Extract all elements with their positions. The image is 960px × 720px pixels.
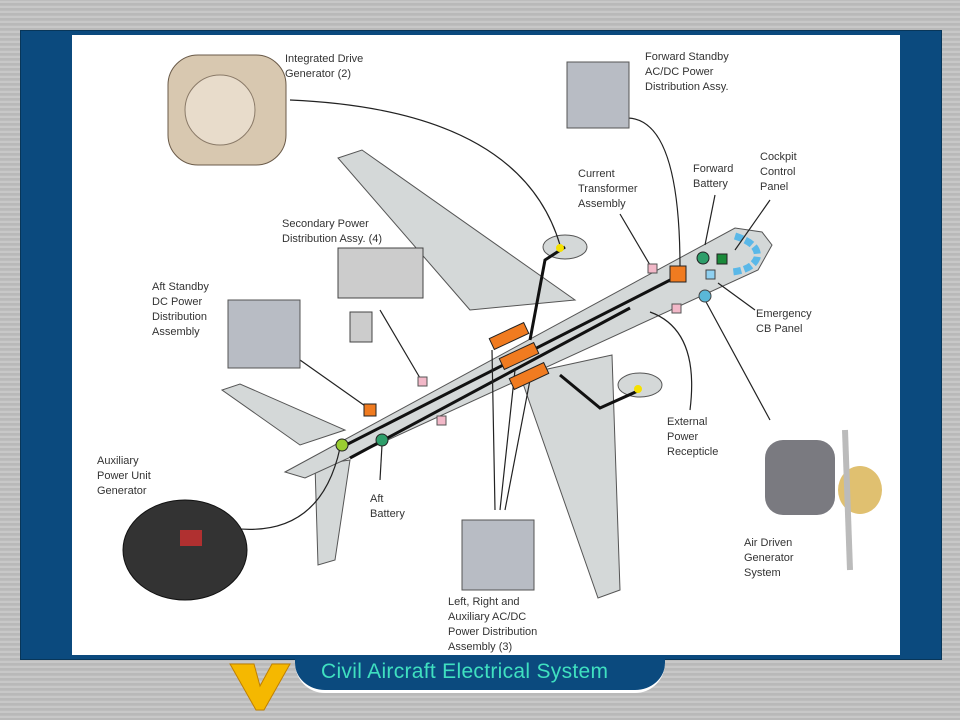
label-forward-standby: Forward Standby AC/DC Power Distribution…	[645, 51, 729, 93]
distribution-boxes	[363, 265, 687, 417]
aft-battery-icon	[375, 433, 389, 447]
lower-wing	[519, 354, 621, 599]
v-logo-icon	[229, 663, 291, 711]
label-main-distribution: Left, Right and Auxiliary AC/DC Power Di…	[448, 596, 538, 653]
label-external-power: External Power Recepticle	[667, 416, 719, 458]
label-aft-standby: Aft Standby DC Power Distribution Assemb…	[152, 281, 209, 338]
cabinet-images	[227, 61, 630, 591]
current-transformers	[417, 263, 682, 426]
forward-battery-icon	[696, 251, 710, 265]
label-emergency-cb-panel: Emergency CB Panel	[756, 308, 812, 335]
label-apu-generator: Auxiliary Power Unit Generator	[97, 455, 151, 497]
upper-stabilizer	[220, 383, 347, 446]
label-current-transformer: Current Transformer Assembly	[578, 168, 638, 210]
lower-stabilizer	[314, 459, 351, 566]
leader-lines	[229, 99, 771, 530]
apu-generator-image	[122, 499, 248, 601]
idg-connection-icon-2	[634, 385, 642, 393]
label-aft-battery: Aft Battery	[370, 493, 405, 520]
label-air-driven-generator: Air Driven Generator System	[744, 537, 794, 579]
label-forward-battery: Forward Battery	[693, 163, 734, 190]
label-integrated-drive-generator: Integrated Drive Generator (2)	[285, 53, 364, 80]
idg-connection-icon	[556, 244, 564, 252]
lower-engine	[617, 372, 663, 398]
emergency-cb-panel-icon	[705, 269, 716, 280]
idg-image	[167, 54, 287, 166]
external-power-icon	[698, 289, 712, 303]
apu-connection-icon	[335, 438, 349, 452]
cockpit-control-panel-icon	[716, 253, 728, 265]
upper-wing	[337, 149, 577, 311]
slide-title: Civil Aircraft Electrical System	[321, 660, 609, 683]
title-banner: Civil Aircraft Electrical System	[295, 656, 665, 693]
air-driven-generator-image	[765, 429, 882, 571]
label-secondary-power: Secondary Power Distribution Assy. (4)	[282, 218, 383, 245]
secondary-power-rack-image	[337, 247, 424, 343]
cockpit-panel-arc	[731, 232, 761, 276]
label-cockpit-control-panel: Cockpit Control Panel	[760, 151, 797, 193]
